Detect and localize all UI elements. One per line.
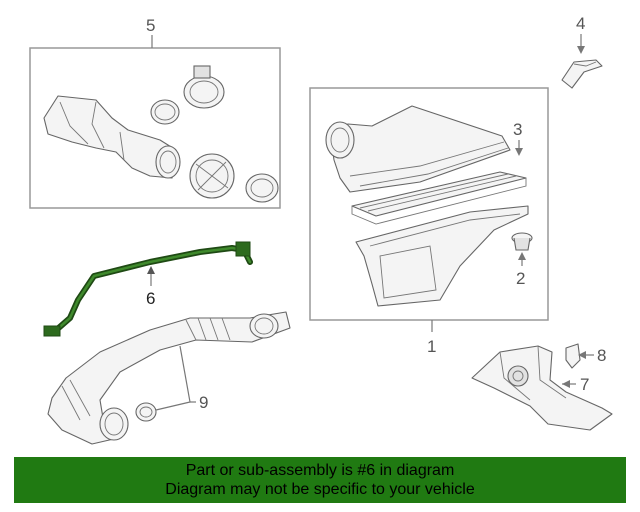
- callout-2[interactable]: 2: [516, 269, 525, 288]
- part-7[interactable]: 7: [471, 345, 613, 431]
- callout-9[interactable]: 9: [199, 393, 208, 412]
- hose-connector: [43, 325, 61, 337]
- seal-ring: [135, 402, 157, 422]
- intake-duct: [43, 95, 177, 179]
- banner-line-1: Part or sub-assembly is #6 in diagram: [185, 462, 455, 479]
- callout-7[interactable]: 7: [580, 375, 589, 394]
- callout-5[interactable]: 5: [146, 16, 155, 35]
- hose-clamp: [245, 173, 279, 203]
- part-4[interactable]: 4: [561, 14, 603, 89]
- part-5-group[interactable]: 5: [29, 16, 281, 209]
- sensor: [561, 59, 603, 89]
- parts-diagram: 5 1: [29, 14, 613, 445]
- part-1-group[interactable]: 1 3 2: [309, 87, 549, 356]
- part-6[interactable]: 6: [43, 241, 253, 337]
- info-banner: Part or sub-assembly is #6 in diagram Di…: [14, 457, 626, 503]
- callout-3[interactable]: 3: [513, 120, 522, 139]
- air-cleaner-cover: [329, 105, 511, 193]
- callout-8[interactable]: 8: [597, 346, 606, 365]
- part-8[interactable]: 8: [565, 343, 606, 369]
- callout-4[interactable]: 4: [576, 14, 585, 33]
- hose-connector: [235, 241, 251, 257]
- splash-shield: [471, 345, 613, 431]
- callout-1[interactable]: 1: [427, 337, 436, 356]
- push-clip: [565, 343, 581, 369]
- callout-6[interactable]: 6: [146, 289, 155, 308]
- banner-line-2: Diagram may not be specific to your vehi…: [165, 481, 475, 498]
- part-9[interactable]: 9: [47, 311, 291, 445]
- air-cleaner-housing: [355, 205, 529, 307]
